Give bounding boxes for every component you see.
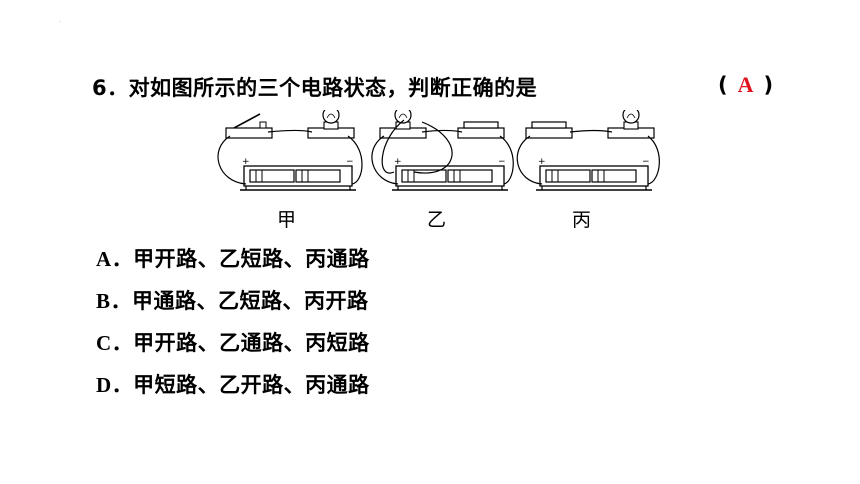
- lamp-icon: [379, 110, 427, 139]
- circuit-figure: + −: [217, 110, 660, 191]
- option-d: D．甲短路、乙开路、丙通路: [96, 364, 370, 406]
- option-a: A．甲开路、乙短路、丙通路: [96, 238, 370, 280]
- circuit-bing: [516, 110, 660, 191]
- option-letter: D．: [96, 373, 134, 397]
- switch-open-icon: [225, 113, 273, 139]
- option-text: 甲开路、乙通路、丙短路: [133, 331, 370, 355]
- option-text: 甲短路、乙开路、丙通路: [133, 373, 370, 397]
- switch-closed-icon: [525, 121, 573, 139]
- option-b: B．甲通路、乙短路、丙开路: [96, 280, 370, 322]
- option-letter: A．: [96, 247, 134, 271]
- option-c: C．甲开路、乙通路、丙短路: [96, 322, 370, 364]
- option-text: 甲开路、乙短路、丙通路: [133, 247, 370, 271]
- figure-label-jia: 甲: [277, 209, 297, 231]
- circuit-yi: [371, 110, 514, 191]
- question-number: 6: [92, 76, 108, 100]
- options-list: A．甲开路、乙短路、丙通路 B．甲通路、乙短路、丙开路 C．甲开路、乙通路、丙短…: [96, 238, 370, 406]
- answer-close-paren: ): [763, 73, 774, 97]
- switch-closed-icon: [457, 121, 505, 139]
- question-separator: ．: [107, 76, 129, 100]
- option-letter: B．: [96, 289, 133, 313]
- answer-letter: A: [737, 72, 754, 97]
- option-text: 甲通路、乙短路、丙开路: [132, 289, 369, 313]
- lamp-icon: [307, 110, 355, 139]
- corner-mark: ·: [59, 19, 61, 26]
- question-stem: 6．对如图所示的三个电路状态，判断正确的是: [92, 72, 537, 102]
- lamp-icon: [607, 110, 655, 139]
- question-text: 对如图所示的三个电路状态，判断正确的是: [128, 76, 538, 100]
- circuit-jia: [217, 110, 363, 191]
- answer-blank: ( A): [718, 72, 773, 98]
- figure-label-bing: 丙: [572, 209, 592, 231]
- battery-icon: [239, 156, 357, 191]
- battery-icon: [535, 156, 653, 191]
- option-letter: C．: [96, 331, 134, 355]
- answer-open-paren: (: [718, 73, 728, 97]
- figure-label-yi: 乙: [427, 209, 447, 231]
